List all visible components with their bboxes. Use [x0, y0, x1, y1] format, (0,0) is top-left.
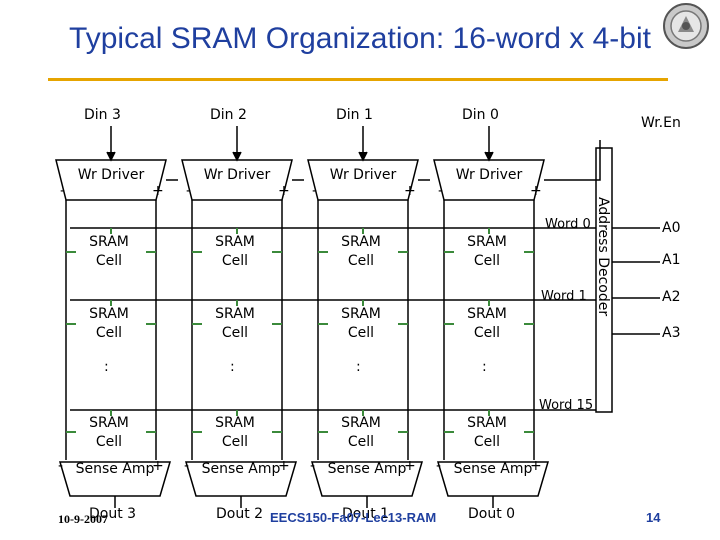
din-3-label: Din 3: [84, 107, 121, 123]
sense-amp-3-plus: +: [152, 458, 164, 474]
wr-driver-2: Wr Driver: [203, 167, 271, 183]
address-bit-a3: A3: [662, 325, 681, 341]
sense-amp-1-plus: +: [404, 458, 416, 474]
footer-page-number: 14: [646, 510, 661, 525]
wr-driver-2-minus: -: [186, 183, 192, 199]
write-enable-label: Wr.En: [641, 115, 681, 131]
sense-amp-shape-0: [58, 461, 172, 497]
din-0-label: Din 0: [462, 107, 499, 123]
ellipsis-b0: :: [482, 359, 487, 375]
dout-3-label: Dout 3: [89, 506, 137, 522]
footer-date: 10-9-2007: [58, 512, 108, 526]
address-bit-a0: A0: [662, 220, 681, 236]
sram-cell-w1-b3: SRAM Cell: [89, 306, 129, 341]
wr-enable-line: [166, 148, 601, 181]
word-line-1-label: Word 1: [541, 289, 587, 304]
sense-amp-2: Sense Amp: [201, 461, 281, 477]
sense-amp-3-minus: -: [58, 458, 64, 474]
sram-cell-w15-b3: SRAM Cell: [89, 415, 129, 450]
sram-cell-w0-b1: SRAM Cell: [341, 234, 381, 269]
ellipsis-b2: :: [230, 359, 235, 375]
dout-0-label: Dout 0: [468, 506, 516, 522]
sense-amp-0-plus: +: [530, 458, 542, 474]
sense-amp-1: Sense Amp: [327, 461, 407, 477]
din-arrowhead-1: [232, 151, 242, 162]
wr-driver-1: Wr Driver: [329, 167, 397, 183]
sram-cell-w1-b1: SRAM Cell: [341, 306, 381, 341]
sram-cell-w0-b0: SRAM Cell: [467, 234, 507, 269]
word-line-0-label: Word 0: [545, 217, 591, 232]
dout-2-label: Dout 2: [216, 506, 264, 522]
footer-course: EECS150-Fa07-Lec13-RAM: [270, 510, 437, 525]
sense-amp-shape-1: [184, 461, 298, 497]
din-arrowhead-2: [358, 151, 368, 162]
ellipsis-b1: :: [356, 359, 361, 375]
sram-cell-w1-b2: SRAM Cell: [215, 306, 255, 341]
sense-amp-shape-3: [436, 461, 550, 497]
wr-driver-0: Wr Driver: [455, 167, 523, 183]
din-1-label: Din 1: [336, 107, 373, 123]
wr-driver-3: Wr Driver: [77, 167, 145, 183]
sense-amp-1-minus: -: [310, 458, 316, 474]
sense-amp-0-minus: -: [436, 458, 442, 474]
sense-amp-2-plus: +: [278, 458, 290, 474]
wr-driver-3-plus: +: [152, 183, 164, 199]
address-decoder-label: Address Decoder: [595, 197, 611, 317]
sense-amp-3: Sense Amp: [75, 461, 155, 477]
din-arrowhead-0: [106, 151, 116, 162]
wr-driver-0-minus: -: [438, 183, 444, 199]
din-2-label: Din 2: [210, 107, 247, 123]
wr-driver-0-plus: +: [530, 183, 542, 199]
sram-cell-w15-b0: SRAM Cell: [467, 415, 507, 450]
address-bit-a1: A1: [662, 252, 681, 268]
dout-1-label: Dout 1: [342, 506, 390, 522]
address-decoder-box: [595, 147, 613, 413]
title-underline: [48, 78, 668, 81]
wr-driver-2-plus: +: [278, 183, 290, 199]
sense-amp-shape-2: [310, 461, 424, 497]
wr-driver-3-minus: -: [60, 183, 66, 199]
address-bit-a2: A2: [662, 289, 681, 305]
sram-cell-w0-b3: SRAM Cell: [89, 234, 129, 269]
ellipsis-b3: :: [104, 359, 109, 375]
slide-title: Typical SRAM Organization: 16-word x 4-b…: [69, 22, 651, 55]
word-line-15-label: Word 15: [539, 398, 594, 413]
sram-cell-w15-b2: SRAM Cell: [215, 415, 255, 450]
sense-amp-0: Sense Amp: [453, 461, 533, 477]
sram-cell-w1-b0: SRAM Cell: [467, 306, 507, 341]
din-arrowhead-3: [484, 151, 494, 162]
wr-driver-1-minus: -: [312, 183, 318, 199]
sram-cell-w0-b2: SRAM Cell: [215, 234, 255, 269]
wr-driver-1-plus: +: [404, 183, 416, 199]
sram-cell-w15-b1: SRAM Cell: [341, 415, 381, 450]
university-seal-logo: [663, 3, 709, 49]
sense-amp-2-minus: -: [184, 458, 190, 474]
